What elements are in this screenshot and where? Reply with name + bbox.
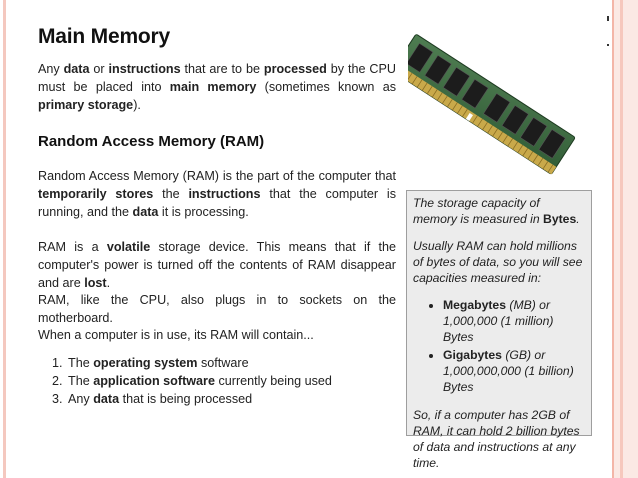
storage-capacity-box: The storage capacity of memory is measur… — [406, 190, 592, 470]
list-item: The operating system software — [66, 354, 406, 372]
volatile-paragraph: RAM is a volatile storage device. This m… — [38, 240, 396, 290]
intro-paragraph: Any data or instructions that are to be … — [38, 62, 396, 112]
box-paragraph: The storage capacity of memory is measur… — [413, 196, 580, 226]
page-title: Main Memory — [38, 25, 170, 48]
ram-definition-paragraph: Random Access Memory (RAM) is the part o… — [38, 169, 396, 219]
box-paragraph: So, if a computer has 2GB of RAM, it can… — [413, 408, 580, 470]
section-heading: Random Access Memory (RAM) — [38, 133, 265, 150]
capacity-units-list: Megabytes (MB) or 1,000,000 (1 million) … — [413, 297, 585, 395]
corner-mark — [607, 44, 609, 46]
list-item: The application software currently being… — [66, 372, 406, 390]
slide-right-border-stripe — [620, 0, 623, 478]
ram-contents-list: The operating system software The applic… — [38, 354, 406, 408]
ram-contents-paragraph: When a computer is in use, its RAM will … — [38, 328, 314, 342]
slide-right-border — [612, 0, 638, 478]
list-item: Any data that is being processed — [66, 390, 406, 408]
box-paragraph: Usually RAM can hold millions of bytes o… — [413, 239, 583, 285]
list-item: Gigabytes (GB) or 1,000,000,000 (1 billi… — [443, 347, 585, 395]
list-item: Megabytes (MB) or 1,000,000 (1 million) … — [443, 297, 585, 345]
slide-left-border — [3, 0, 6, 478]
ram-module-image — [408, 34, 576, 175]
motherboard-paragraph: RAM, like the CPU, also plugs in to sock… — [38, 293, 396, 325]
corner-mark — [607, 16, 609, 21]
